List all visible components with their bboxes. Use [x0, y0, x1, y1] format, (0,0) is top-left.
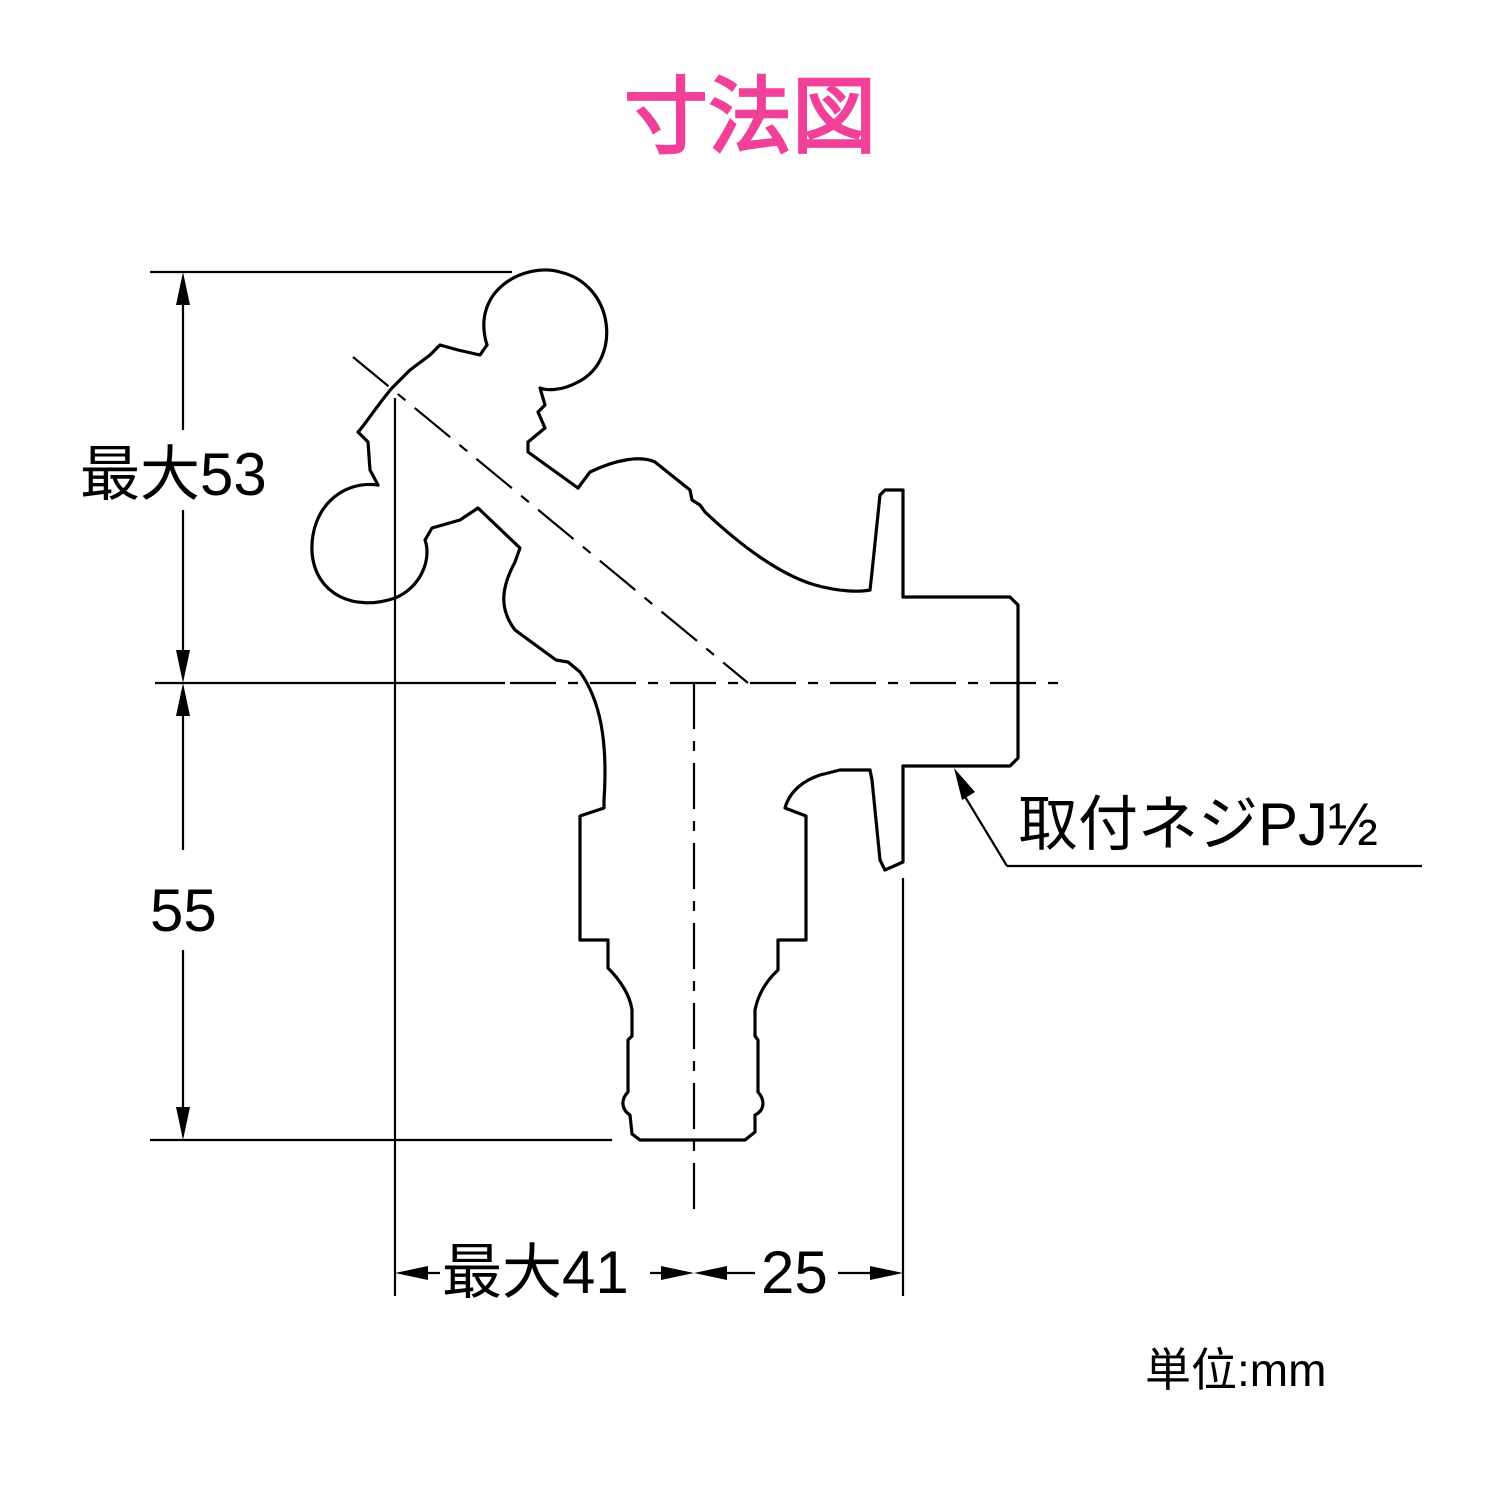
- thread-spec-label: 取付ネジPJ½: [1018, 791, 1379, 858]
- height-top-label: 最大53: [80, 441, 267, 508]
- page-title: 寸法図: [623, 68, 876, 166]
- dimension-lines: [150, 270, 1422, 1296]
- unit-label: 単位:mm: [1145, 1344, 1327, 1396]
- dimension-arrows: [176, 272, 975, 1280]
- width-right-label: 25: [761, 1238, 828, 1308]
- height-bottom-label: 55: [150, 876, 217, 946]
- faucet-outline: [310, 268, 1020, 1142]
- width-left-label: 最大41: [442, 1238, 629, 1308]
- center-lines: [352, 356, 1060, 1212]
